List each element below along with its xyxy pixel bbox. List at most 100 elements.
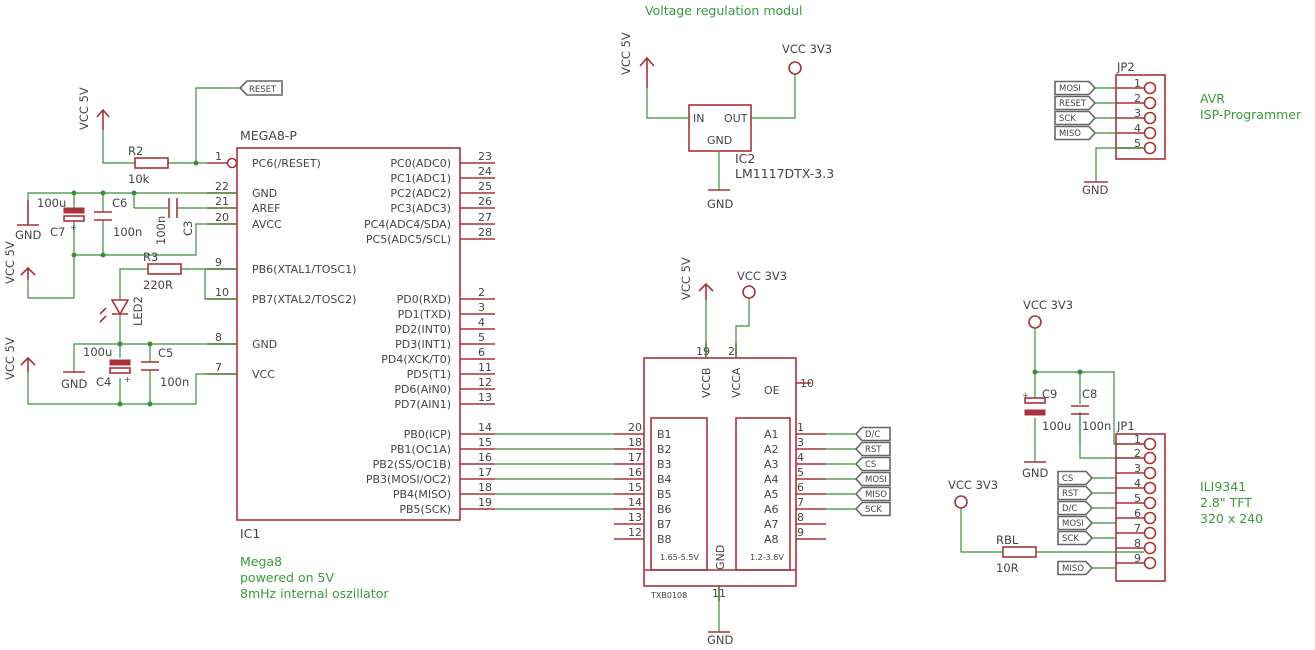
svg-text:PC6(/RESET): PC6(/RESET) <box>252 157 321 170</box>
svg-text:1: 1 <box>797 421 804 434</box>
svg-text:SCK: SCK <box>1062 534 1079 544</box>
svg-text:3: 3 <box>1134 462 1141 475</box>
svg-text:VCC 5V: VCC 5V <box>77 87 91 130</box>
mega-note-1: Mega8 <box>240 554 282 569</box>
jp2-pin-2: 2 <box>1116 92 1157 110</box>
svg-text:12: 12 <box>628 526 642 539</box>
vcc33-txb-label: VCC 3V3 <box>737 269 787 283</box>
ic2-value: LM1117DTX-3.3 <box>735 166 834 181</box>
c5-capacitor: C5 100n <box>141 346 189 389</box>
led2: LED2 <box>99 296 145 326</box>
net-label-cs: CS <box>1057 470 1094 486</box>
svg-text:28: 28 <box>478 226 492 239</box>
svg-text:1.2-3.6V: 1.2-3.6V <box>750 553 784 562</box>
svg-text:CS: CS <box>1062 474 1073 484</box>
vcc33-txb-terminal <box>742 285 756 299</box>
tft-note-2: 2.8" TFT <box>1200 495 1252 510</box>
net-label-miso: MISO <box>854 486 891 502</box>
svg-text:6: 6 <box>797 481 804 494</box>
svg-text:A5: A5 <box>764 488 779 501</box>
vcc33-rbl-label: VCC 3V3 <box>948 478 998 492</box>
svg-text:R3: R3 <box>143 250 158 264</box>
net-label-d-c: D/C <box>854 426 891 442</box>
net-label-miso: MISO <box>1054 125 1097 141</box>
tft-note-3: 320 x 240 <box>1200 511 1263 526</box>
svg-text:14: 14 <box>628 496 642 509</box>
gnd-tft-label: GND <box>1022 466 1049 480</box>
ic2-gnd-pin: GND <box>707 134 732 147</box>
svg-text:PB1(OC1A): PB1(OC1A) <box>390 443 451 456</box>
svg-text:PC0(ADC0): PC0(ADC0) <box>390 157 451 170</box>
svg-text:PC5(ADC5/SCL): PC5(ADC5/SCL) <box>366 233 451 246</box>
svg-text:4: 4 <box>1134 477 1141 490</box>
vcc5-supply-left1: VCC 5V <box>3 241 36 284</box>
mega-note-2: powered on 5V <box>240 570 334 585</box>
svg-text:SCK: SCK <box>1059 114 1076 124</box>
svg-text:A1: A1 <box>764 428 779 441</box>
svg-text:14: 14 <box>478 421 492 434</box>
svg-text:CS: CS <box>865 460 876 470</box>
r3-resistor: R3 220R <box>143 250 182 292</box>
jp2-pin-5: 5 <box>1116 137 1157 155</box>
svg-text:PB6(XTAL1/TOSC1): PB6(XTAL1/TOSC1) <box>252 263 356 276</box>
svg-text:PC3(ADC3): PC3(ADC3) <box>390 202 451 215</box>
c6-capacitor: C6 100n <box>94 196 142 239</box>
svg-text:B5: B5 <box>657 488 672 501</box>
ic1-ref: IC1 <box>240 526 260 541</box>
reset-net-label: RESET <box>238 80 283 96</box>
ic2-out-pin: OUT <box>724 112 748 125</box>
svg-text:LED2: LED2 <box>131 296 145 326</box>
svg-text:RST: RST <box>865 445 882 455</box>
jp2-pin-1: 1 <box>1116 77 1157 95</box>
net-label-mosi: MOSI <box>854 471 891 487</box>
svg-text:MOSI: MOSI <box>1062 519 1084 529</box>
spi-bus-wires <box>495 433 856 510</box>
svg-text:4: 4 <box>1134 122 1141 135</box>
svg-text:3: 3 <box>797 436 804 449</box>
svg-text:4: 4 <box>478 316 485 329</box>
ic2-ref: IC2 <box>735 151 755 166</box>
svg-text:VCC 5V: VCC 5V <box>3 241 17 284</box>
svg-text:11: 11 <box>478 361 492 374</box>
c4-capacitor: + 100u C4 <box>83 345 131 389</box>
jp2-pin-4: 4 <box>1116 122 1157 140</box>
svg-text:24: 24 <box>478 165 492 178</box>
svg-text:PB0(ICP): PB0(ICP) <box>404 428 451 441</box>
txb-pin-a5: 6A5 <box>764 481 826 501</box>
svg-text:PD7(AIN1): PD7(AIN1) <box>394 398 451 411</box>
svg-text:PB4(MISO): PB4(MISO) <box>393 488 451 501</box>
svg-text:MOSI: MOSI <box>865 475 887 485</box>
svg-text:AREF: AREF <box>252 202 280 215</box>
svg-text:C9: C9 <box>1042 387 1057 401</box>
jp1-pin-7: 7 <box>1116 522 1157 540</box>
gnd-txb-label: GND <box>707 633 734 647</box>
svg-text:17: 17 <box>478 466 492 479</box>
svg-text:VCC 5V: VCC 5V <box>3 337 17 380</box>
svg-text:+: + <box>1022 391 1029 400</box>
svg-text:10k: 10k <box>128 172 150 186</box>
svg-text:RBL: RBL <box>996 533 1019 547</box>
svg-text:100n: 100n <box>160 375 189 389</box>
net-label-mosi: MOSI <box>1057 515 1094 531</box>
svg-text:A2: A2 <box>764 443 779 456</box>
gnd-regulator-label: GND <box>707 197 734 211</box>
svg-text:2: 2 <box>728 345 735 358</box>
svg-text:2: 2 <box>1134 92 1141 105</box>
svg-text:12: 12 <box>478 376 492 389</box>
svg-text:8: 8 <box>215 331 222 344</box>
vcc5-label: VCC 5V <box>619 32 633 75</box>
